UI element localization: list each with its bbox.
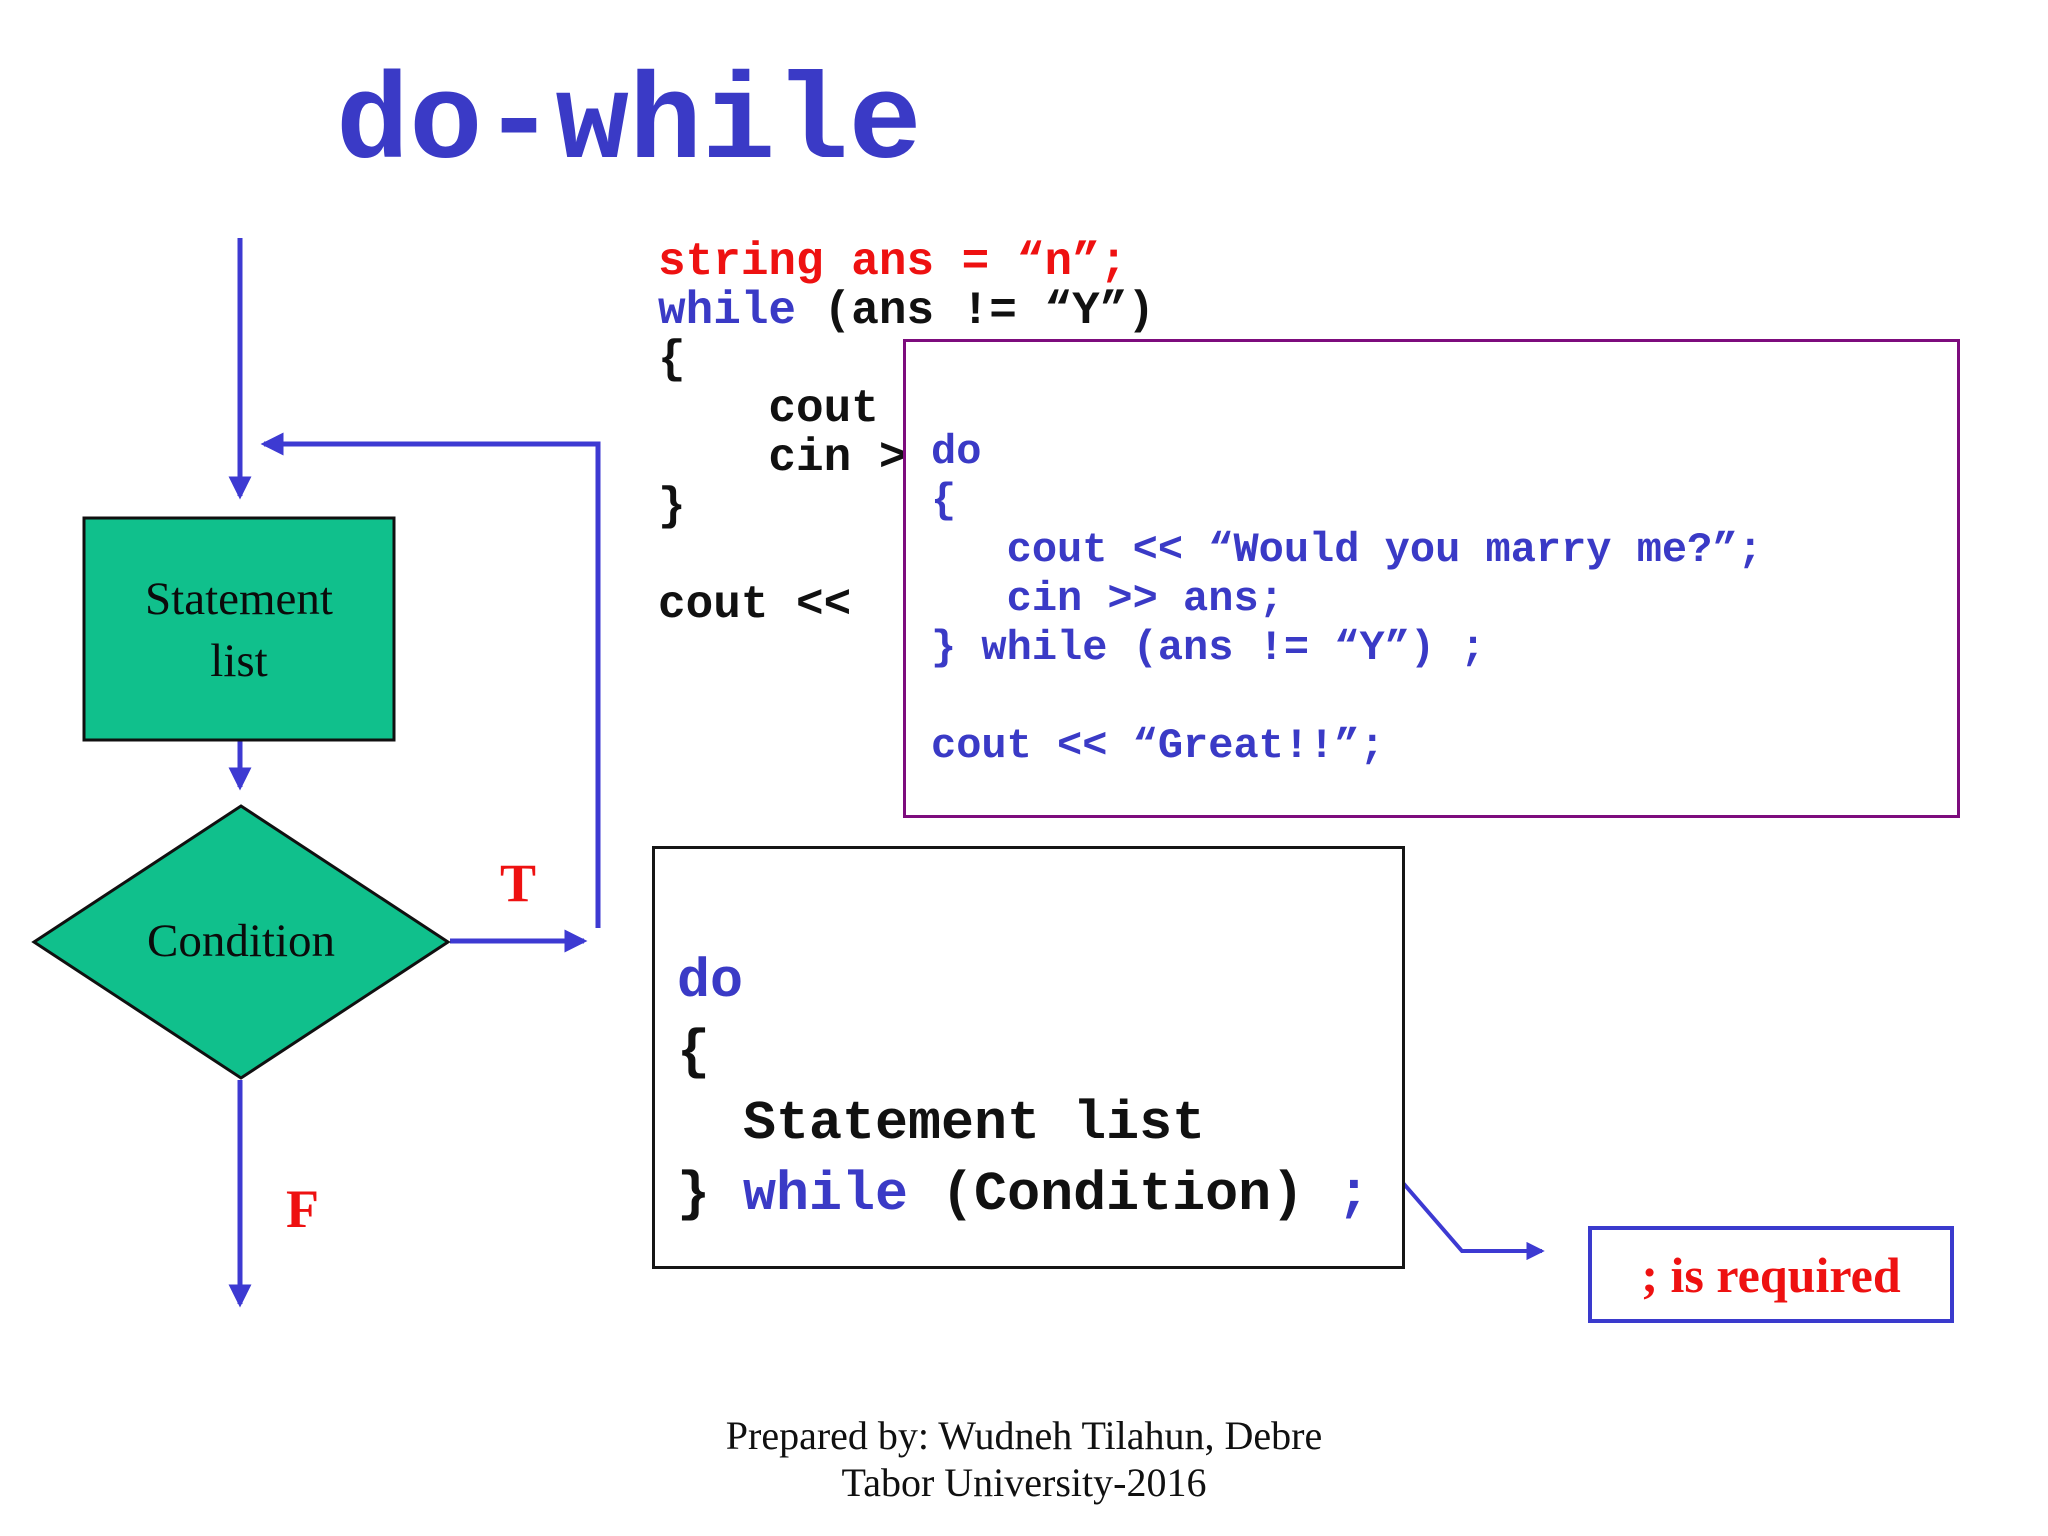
code-line: cin > bbox=[658, 432, 907, 484]
loopback-arrow bbox=[260, 432, 601, 928]
code-line: cout << “Great!!”; bbox=[931, 722, 1385, 770]
code-line: { bbox=[658, 334, 686, 386]
statement-list-label: Statement list bbox=[84, 568, 394, 692]
footer-credit: Prepared by: Wudneh Tilahun, Debre Tabor… bbox=[524, 1412, 1524, 1506]
do-while-syntax-box: do { Statement list } while (Condition) ; bbox=[652, 846, 1405, 1269]
condition-label: Condition bbox=[146, 915, 336, 967]
do-while-example-box: do{ cout << “Would you marry me?”; cin >… bbox=[903, 339, 1960, 818]
code-line: cin >> ans; bbox=[931, 575, 1284, 623]
code-line: string ans = “n”; bbox=[658, 236, 1128, 288]
code-line: { bbox=[677, 1021, 711, 1084]
while-loop-code-block: string ans = “n”;while (ans != “Y”){ cou… bbox=[658, 238, 1155, 630]
code-line: cout bbox=[658, 383, 879, 435]
semicolon-required-text: ; is required bbox=[1641, 1246, 1901, 1303]
do-while-syntax-code: do { Statement list } while (Condition) ; bbox=[677, 946, 1370, 1230]
code-line: Statement list bbox=[677, 1092, 1206, 1155]
false-label: F bbox=[286, 1179, 319, 1239]
code-line: } while (Condition) ; bbox=[677, 1163, 1371, 1226]
do-while-example-code: do{ cout << “Would you marry me?”; cin >… bbox=[931, 428, 1763, 771]
true-label: T bbox=[500, 853, 537, 913]
code-line bbox=[931, 673, 1763, 722]
code-line: while (ans != “Y”) bbox=[658, 285, 1155, 337]
statement-list-shape bbox=[82, 516, 396, 742]
code-line: do bbox=[677, 950, 744, 1013]
code-line: } bbox=[658, 481, 686, 533]
code-line: do bbox=[931, 428, 982, 476]
statement-list-label-line2: list bbox=[210, 635, 268, 687]
code-line: { bbox=[931, 477, 957, 525]
code-line: cout << bbox=[658, 579, 852, 631]
footer-credit-line2: Tabor University-2016 bbox=[841, 1460, 1207, 1505]
code-line: } while (ans != “Y”) ; bbox=[931, 624, 1486, 672]
condition-diamond-shape bbox=[31, 804, 451, 1080]
semicolon-required-callout: ; is required bbox=[1588, 1226, 1954, 1323]
page-title: do-while bbox=[336, 55, 922, 194]
statement-list-label-line1: Statement bbox=[145, 573, 333, 625]
footer-credit-line1: Prepared by: Wudneh Tilahun, Debre bbox=[725, 1413, 1323, 1458]
code-line: cout << “Would you marry me?”; bbox=[931, 526, 1763, 574]
